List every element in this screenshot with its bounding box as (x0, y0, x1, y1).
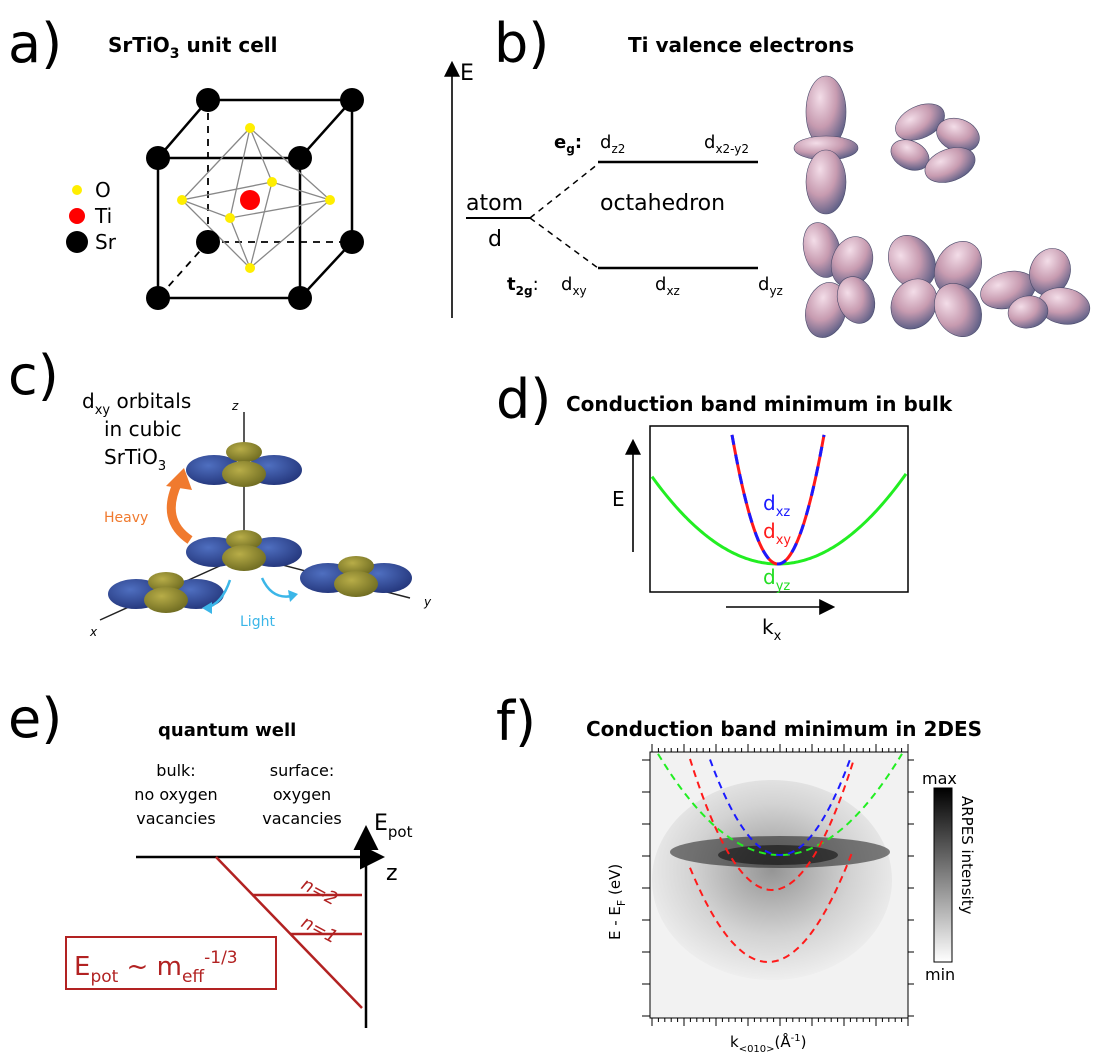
eg-label: eg: (554, 132, 582, 156)
orbital-dyz-image (980, 248, 1091, 329)
svg-text:no oxygen: no oxygen (134, 785, 217, 804)
panel-e-letter: e) (8, 687, 62, 750)
panel-e-title: quantum well (158, 720, 296, 741)
legend-ti-label: Ti (94, 204, 112, 228)
band-dxz-label: dxz (763, 491, 790, 520)
orbital-dxy-image (802, 222, 876, 338)
panel-d: d) Conduction band minimum in bulk E kx … (496, 368, 953, 644)
band-dyz-label: dyz (763, 565, 790, 594)
legend-o-label: O (95, 178, 111, 202)
legend-sr-label: Sr (95, 230, 117, 254)
atom-label: atom (466, 191, 523, 216)
surface-text: surface: oxygen vacancies (262, 761, 341, 828)
dxy-label: dxy (561, 274, 587, 298)
potential-slope (215, 856, 363, 1009)
o-atoms (177, 123, 335, 273)
heavy-arrowhead (166, 468, 192, 490)
split-line-down (529, 217, 599, 269)
axis-x-label: x (89, 625, 98, 639)
orbital-dz2-image (793, 75, 859, 215)
colorbar-min-label: min (925, 965, 955, 984)
panel-a-legend: O Ti Sr (66, 178, 117, 254)
axis-y-label: y (423, 595, 432, 609)
split-line-up (529, 163, 599, 219)
atom-d-label: d (488, 227, 502, 252)
panel-d-title: Conduction band minimum in bulk (566, 392, 953, 416)
dx2y2-label: dx2-y2 (704, 132, 749, 156)
formula-text: Epot ~ meff-1/3 (74, 948, 238, 987)
panel-a-letter: a) (8, 12, 62, 75)
epot-axis-label: Epot (374, 811, 413, 841)
panel-f-ticks (642, 744, 914, 1026)
bulk-text: bulk: no oxygen vacancies (134, 761, 217, 828)
light-arrow-right (260, 577, 293, 598)
heavy-label: Heavy (104, 510, 148, 526)
dxz-label: dxz (655, 274, 680, 298)
dyz-label: dyz (758, 274, 783, 298)
heavy-arrow (166, 480, 193, 544)
svg-text:vacancies: vacancies (136, 809, 215, 828)
arpes-dxy-fit-1 (689, 758, 855, 892)
panel-f: f) Conduction band minimum in 2DES E - E… (496, 690, 982, 1053)
octahedron-label: octahedron (600, 191, 725, 216)
orbital-dxz-image (888, 235, 982, 337)
colorbar-title: ARPES intensity (958, 796, 976, 915)
ti-atom (240, 190, 260, 210)
panel-f-ylabel: E - EF (eV) (606, 864, 628, 940)
svg-text:surface:: surface: (270, 761, 335, 780)
band-dxz-curve (730, 434, 826, 566)
panel-e: e) quantum well bulk: no oxygen vacancie… (8, 687, 413, 1028)
panel-b-title: Ti valence electrons (628, 33, 854, 57)
panel-c-caption-line2: in cubic (104, 417, 182, 441)
panel-d-e-label: E (612, 487, 625, 511)
sr-atoms (146, 88, 364, 310)
n2-label: n=2 (298, 874, 341, 910)
legend-o-marker (72, 185, 82, 195)
orbital-dx2y2-image (890, 103, 980, 183)
arpes-intensity (652, 780, 892, 980)
panel-c-letter: c) (8, 344, 59, 407)
panel-b-letter: b) (494, 12, 549, 75)
panel-a-title: SrTiO3 unit cell (108, 33, 277, 62)
panel-f-xlabel: k<010>(Å-1) (730, 1032, 807, 1053)
svg-text:oxygen: oxygen (273, 785, 331, 804)
axis-z-label: z (231, 399, 239, 413)
panel-d-letter: d) (496, 368, 551, 431)
light-label: Light (240, 614, 275, 630)
svg-text:vacancies: vacancies (262, 809, 341, 828)
energy-axis-label: E (460, 61, 474, 86)
hidden-edges (157, 100, 352, 299)
z-axis-label: z (386, 861, 398, 886)
arpes-dxz-fit (709, 759, 851, 857)
t2g-label: t2g: (507, 274, 539, 298)
legend-sr-marker (66, 231, 88, 253)
panel-c: c) dxy orbitals in cubic SrTiO3 z x y (8, 344, 432, 639)
panel-b: b) Ti valence electrons E atom d octahed… (444, 12, 1091, 338)
dz2-label: dz2 (600, 132, 625, 156)
orbital-right (300, 556, 412, 597)
colorbar-max-label: max (922, 769, 957, 788)
orbital-center (186, 530, 302, 571)
colorbar (933, 787, 953, 963)
legend-ti-marker (69, 208, 85, 224)
n1-label: n=1 (298, 912, 341, 948)
orbital-top (186, 442, 302, 487)
panel-f-letter: f) (496, 690, 536, 753)
panel-a: a) SrTiO3 unit cell (8, 12, 364, 310)
svg-text:bulk:: bulk: (156, 761, 195, 780)
formula-box (65, 936, 277, 990)
panel-f-title: Conduction band minimum in 2DES (586, 717, 982, 741)
orbital-left (108, 572, 224, 613)
panel-d-k-label: kx (762, 615, 782, 644)
arpes-dxy-fit-2 (689, 852, 853, 964)
panel-c-caption-line3: SrTiO3 (104, 445, 166, 474)
panel-c-caption-line1: dxy orbitals (82, 389, 191, 418)
band-dxy-label: dxy (763, 519, 791, 548)
